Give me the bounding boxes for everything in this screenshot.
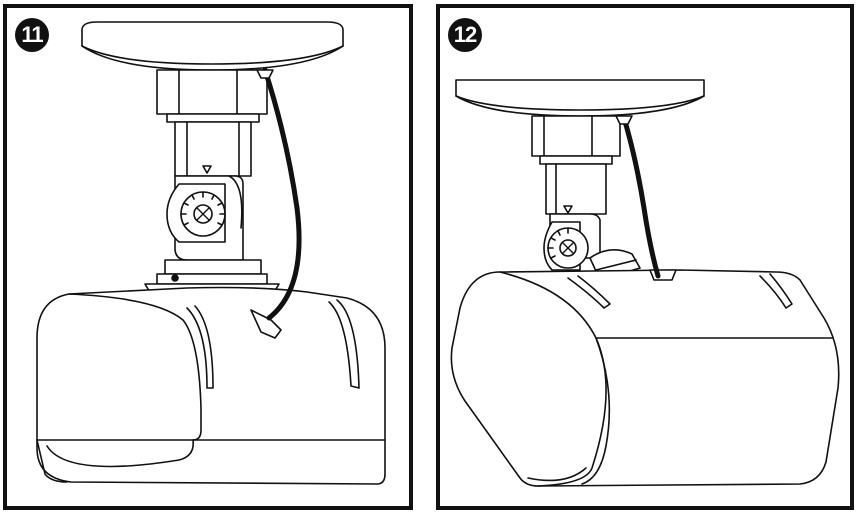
camera-housing — [450, 269, 840, 487]
camera-housing — [36, 286, 386, 485]
mount-base — [156, 69, 268, 123]
ceiling-plate — [455, 79, 705, 117]
step-number-badge: 12 — [448, 18, 482, 52]
cable — [256, 67, 302, 321]
step-11-illustration — [36, 21, 386, 485]
step-12-panel: 12 — [436, 4, 854, 510]
angle-dial — [166, 183, 226, 243]
ceiling-plate — [81, 21, 344, 71]
angle-dial — [543, 221, 589, 271]
lower-bracket — [144, 259, 280, 295]
mount-base — [531, 115, 621, 165]
step-11-panel: 11 — [3, 4, 413, 510]
cable — [615, 115, 661, 279]
step-number-badge: 11 — [15, 18, 49, 52]
step-12-illustration — [450, 79, 840, 487]
